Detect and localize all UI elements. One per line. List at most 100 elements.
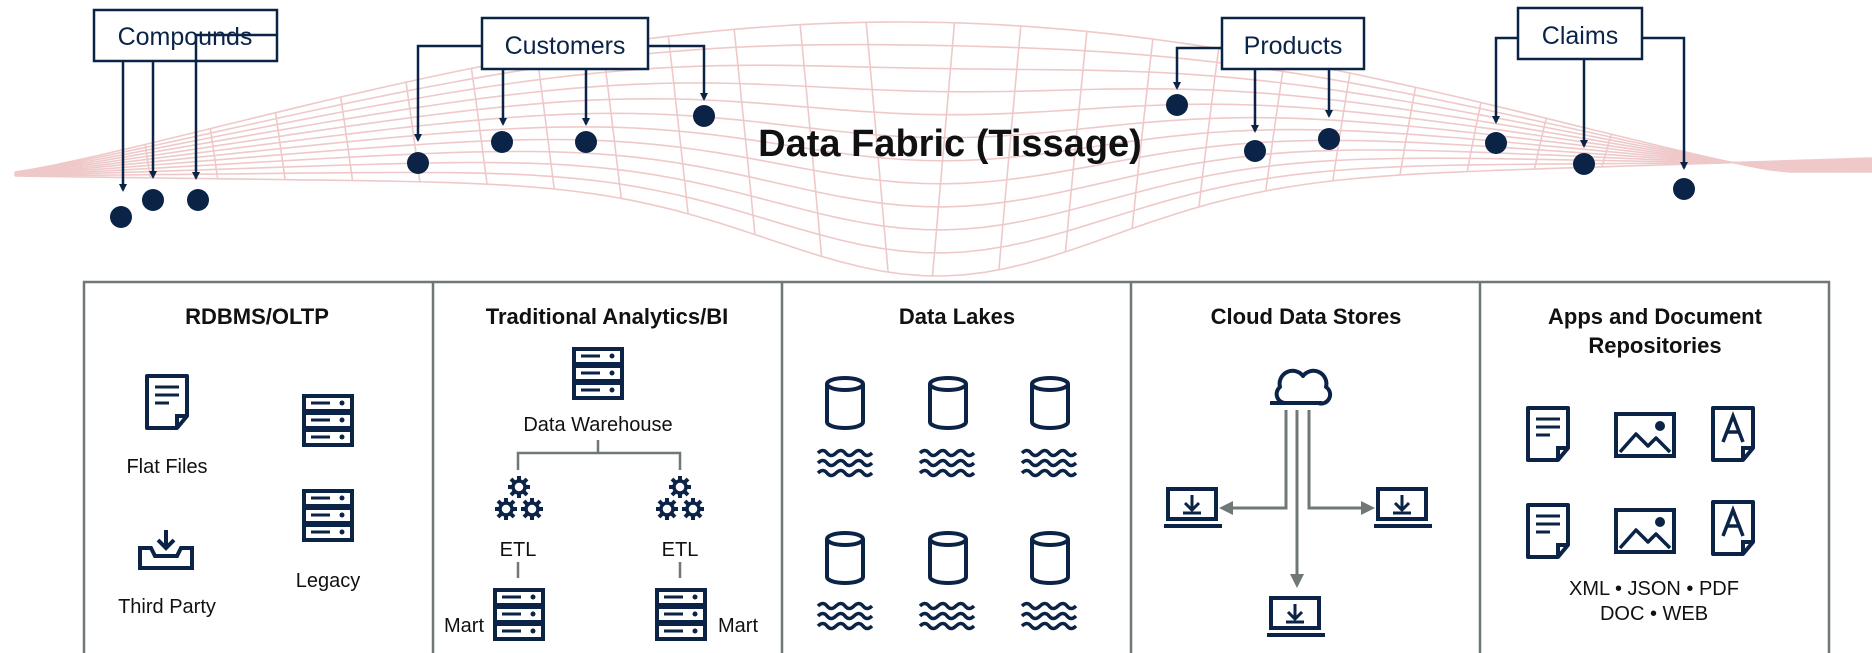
- database-cylinder-icon: [825, 376, 865, 430]
- panel-apps: Apps and Document Repositories XML • JSO…: [1526, 304, 1763, 625]
- cloud-arrows: [1219, 410, 1375, 588]
- label-legacy: Legacy: [296, 570, 361, 592]
- panel-title-apps-line2: Repositories: [1588, 333, 1721, 358]
- mesh-line: [1601, 134, 1613, 168]
- diagram-title: Data Fabric (Tissage): [758, 123, 1142, 165]
- inbox-icon: [138, 530, 194, 570]
- water-waves-icon: [1020, 448, 1078, 478]
- laptop-download-icon: [1265, 596, 1327, 637]
- node-dot: [1573, 153, 1595, 175]
- database-cylinder-icon: [928, 531, 968, 585]
- gear-icon: [656, 476, 704, 520]
- node-dot: [1485, 132, 1507, 154]
- mesh-line: [274, 112, 286, 180]
- server-icon: [302, 489, 354, 542]
- water-waves-icon: [918, 601, 976, 631]
- text-document-icon: [1711, 406, 1755, 462]
- category-box-claims: [1516, 6, 1644, 61]
- mesh-line: [14, 21, 1872, 173]
- mesh-line: [1198, 48, 1220, 207]
- laptop-download-icon: [1162, 487, 1224, 528]
- database-cylinder-icon: [928, 376, 968, 430]
- category-box-products: [1220, 16, 1366, 71]
- panel-title-lakes: Data Lakes: [899, 304, 1015, 329]
- label-mart-right: Mart: [718, 615, 758, 637]
- label-third-party: Third Party: [118, 596, 216, 618]
- cloud-icon: [1270, 368, 1333, 406]
- database-cylinder-icon: [1030, 376, 1070, 430]
- node-dot: [187, 189, 209, 211]
- mesh-line: [14, 126, 1872, 175]
- label-etl-left: ETL: [500, 539, 537, 561]
- panel-lakes: Data Lakes: [816, 304, 1078, 631]
- customers-connectors: [414, 44, 708, 142]
- text-document-icon: [1711, 500, 1755, 556]
- node-dot: [142, 189, 164, 211]
- mesh-line: [15, 158, 1872, 254]
- claims-connectors: [1492, 36, 1688, 170]
- category-label-claims: Claims: [1542, 22, 1618, 50]
- panel-title-rdbms: RDBMS/OLTP: [185, 304, 329, 329]
- document-icon: [1526, 503, 1570, 559]
- mesh-line: [733, 29, 756, 235]
- database-cylinder-icon: [825, 531, 865, 585]
- label-data-warehouse: Data Warehouse: [523, 414, 672, 436]
- mesh-line: [14, 82, 1872, 174]
- mesh-line: [1131, 39, 1154, 229]
- category-label-customers: Customers: [505, 32, 626, 60]
- mesh-line: [209, 128, 219, 179]
- laptop-download-icon: [1372, 487, 1434, 528]
- image-icon: [1614, 508, 1676, 554]
- mesh-line: [1736, 161, 1743, 166]
- server-icon: [572, 347, 624, 400]
- gear-icon: [495, 476, 543, 520]
- products-connectors: [1173, 46, 1333, 133]
- mesh-line: [1668, 149, 1678, 166]
- water-waves-icon: [816, 601, 874, 631]
- document-icon: [145, 374, 189, 430]
- formats-line2: DOC • WEB: [1600, 603, 1708, 625]
- mesh-line: [799, 24, 823, 257]
- panel-title-apps-line1: Apps and Document: [1548, 304, 1763, 329]
- formats-line1: XML • JSON • PDF: [1569, 578, 1739, 600]
- water-waves-icon: [918, 448, 976, 478]
- category-products: Products: [1166, 16, 1366, 162]
- water-waves-icon: [816, 448, 874, 478]
- node-dot: [491, 131, 513, 153]
- mesh-line: [14, 157, 1872, 231]
- label-etl-right: ETL: [662, 539, 699, 561]
- category-customers: Customers: [407, 16, 715, 174]
- water-waves-icon: [1020, 601, 1078, 631]
- node-dot: [110, 206, 132, 228]
- category-box-customers: [480, 16, 650, 71]
- category-claims: Claims: [1485, 6, 1695, 200]
- panel-title-cloud: Cloud Data Stores: [1211, 304, 1402, 329]
- mesh-line: [14, 64, 1872, 174]
- node-dot: [1166, 94, 1188, 116]
- mesh-line: [667, 36, 689, 214]
- server-icon: [655, 588, 707, 641]
- mesh-line: [14, 43, 1872, 174]
- label-mart-left: Mart: [444, 615, 484, 637]
- label-flat-files: Flat Files: [126, 456, 207, 478]
- mesh-line: [865, 22, 889, 273]
- mesh-line: [14, 157, 1872, 277]
- node-dot: [575, 131, 597, 153]
- node-dot: [407, 152, 429, 174]
- panel-cloud: Cloud Data Stores: [1162, 304, 1434, 637]
- mesh-line: [1265, 59, 1286, 192]
- panel-title-analytics: Traditional Analytics/BI: [486, 304, 728, 329]
- mesh-line: [998, 25, 1022, 270]
- category-label-products: Products: [1244, 32, 1343, 60]
- node-dot: [1244, 140, 1266, 162]
- mesh-line: [14, 149, 1872, 208]
- panel-rdbms: RDBMS/OLTP Flat Files Third Party Legacy: [118, 304, 360, 618]
- panel-analytics: Traditional Analytics/BI Data Warehouse …: [444, 304, 758, 641]
- fabric-mesh: [14, 21, 1872, 277]
- server-icon: [493, 588, 545, 641]
- category-label-compounds: Compounds: [118, 23, 253, 51]
- warehouse-tree-lines: [516, 440, 682, 578]
- compounds-connectors: [119, 33, 277, 192]
- mesh-line: [14, 112, 1872, 175]
